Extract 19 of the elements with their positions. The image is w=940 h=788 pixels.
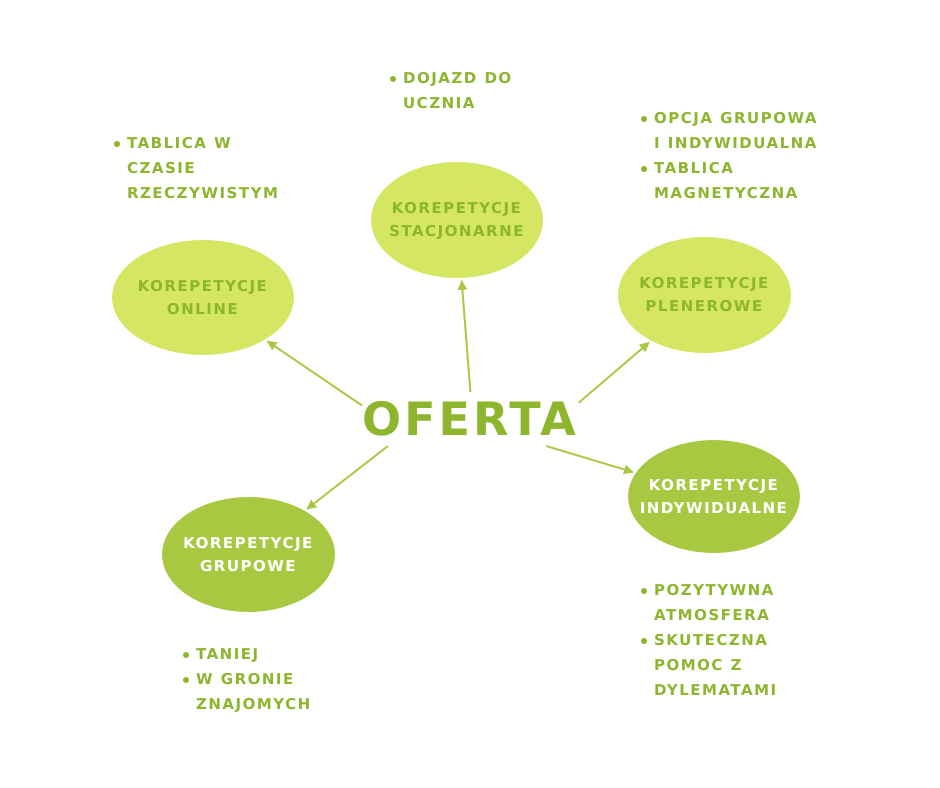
bullet-text: OPCJA GRUPOWA I INDYWIDUALNA [654, 108, 819, 154]
topic-label: KOREPETYCJE GRUPOWE [182, 532, 315, 576]
arrow [546, 445, 634, 474]
arrow [457, 280, 472, 392]
bullet-text: TANIEJ [196, 644, 261, 665]
central-topic-text: OFERTA [362, 392, 579, 446]
bullet-text: W GRONIE ZNAJOMYCH [196, 669, 313, 715]
bullet-text: POZYTYWNA ATMOSFERA [654, 580, 776, 626]
arrow [578, 342, 650, 404]
topic-label: KOREPETYCJE STACJONARNE [388, 198, 526, 242]
bullet-text: TABLICA W CZASIE RZECZYWISTYM [127, 133, 280, 204]
arrow [306, 445, 389, 510]
bullet-text: TABLICA MAGNETYCZNA [654, 158, 800, 204]
arrow [266, 340, 363, 406]
topic-label: KOREPETYCJE PLENEROWE [638, 273, 771, 317]
topic-label: KOREPETYCJE INDYWIDUALNE [638, 474, 790, 518]
bullet-text: SKUTECZNA POMOC Z DYLEMATAMI [654, 630, 779, 701]
bullet-text: DOJAZD DO UCZNIA [403, 68, 514, 114]
topic-label: KOREPETYCJE ONLINE [136, 276, 270, 320]
